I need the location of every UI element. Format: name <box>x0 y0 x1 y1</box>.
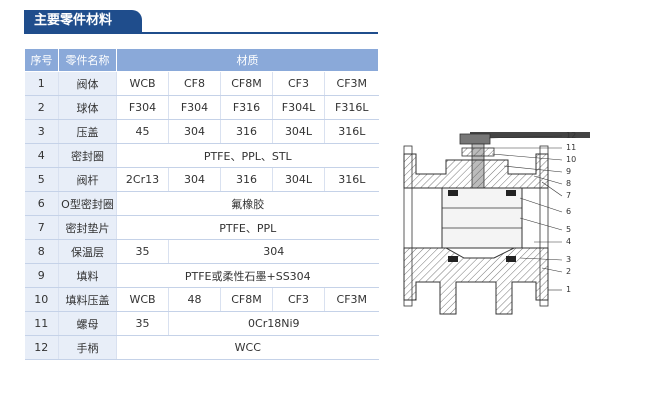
material-cell: WCB <box>116 287 169 312</box>
table-row: 1 阀体 WCB CF8 CF8M CF3 CF3M <box>24 71 379 96</box>
left-flange <box>403 145 413 307</box>
seat-ring <box>506 190 516 196</box>
material-cell: 304 <box>167 239 379 264</box>
table-row: 10 填料压盖 WCB 48 CF8M CF3 CF3M <box>24 287 379 312</box>
part-label: 4 <box>566 237 571 246</box>
title-underline <box>24 32 378 34</box>
part-label: 12 <box>566 131 576 140</box>
material-cell: WCC <box>115 335 379 360</box>
material-cell: 0Cr18Ni9 <box>167 311 379 336</box>
row-part-name: 填料 <box>58 263 117 288</box>
row-part-name: 填料压盖 <box>58 287 117 312</box>
material-cell: CF3M <box>323 71 379 96</box>
table-row: 2 球体 F304 F304 F316 F304L F316L <box>24 95 379 120</box>
part-label: 3 <box>566 255 571 264</box>
table-row: 4 密封圈 PTFE、PPL、STL <box>24 143 379 168</box>
row-part-name: O型密封圈 <box>58 191 117 216</box>
material-cell: CF8 <box>168 71 221 96</box>
seat-ring <box>506 256 516 262</box>
parts-material-table: 序号 零件名称 材质 1 阀体 WCB CF8 CF8M CF3 CF3M 2 … <box>24 48 380 360</box>
table-row: 12 手柄 WCC <box>24 335 379 360</box>
material-cell: F316 <box>220 95 273 120</box>
seat-ring <box>448 256 458 262</box>
header-material: 材质 <box>115 48 380 72</box>
table-row: 3 压盖 45 304 316 304L 316L <box>24 119 379 144</box>
row-part-name: 保温层 <box>58 239 117 264</box>
material-cell: PTFE、PPL <box>115 215 379 240</box>
material-cell: 304L <box>272 119 325 144</box>
material-cell: CF3M <box>323 287 379 312</box>
part-label: 2 <box>566 267 571 276</box>
row-no: 4 <box>24 143 59 168</box>
row-part-name: 密封圈 <box>58 143 117 168</box>
ball-part <box>441 187 523 249</box>
seat-ring <box>448 190 458 196</box>
row-part-name: 压盖 <box>58 119 117 144</box>
table-row: 11 螺母 35 0Cr18Ni9 <box>24 311 379 336</box>
material-cell: CF8M <box>220 287 273 312</box>
table-row: 6 O型密封圈 氟橡胶 <box>24 191 379 216</box>
material-cell: 48 <box>168 287 221 312</box>
table-row: 7 密封垫片 PTFE、PPL <box>24 215 379 240</box>
part-label: 5 <box>566 225 571 234</box>
part-label: 8 <box>566 179 571 188</box>
row-part-name: 密封垫片 <box>58 215 117 240</box>
row-no: 9 <box>24 263 59 288</box>
material-cell: 316L <box>323 167 379 192</box>
material-cell: 35 <box>116 311 169 336</box>
material-cell: WCB <box>116 71 169 96</box>
section-title: 主要零件材料 <box>24 10 142 32</box>
row-no: 7 <box>24 215 59 240</box>
part-label: 6 <box>566 207 571 216</box>
part-label: 1 <box>566 285 571 294</box>
table-row: 8 保温层 35 304 <box>24 239 379 264</box>
row-no: 2 <box>24 95 59 120</box>
material-cell: PTFE、PPL、STL <box>115 143 379 168</box>
header-no: 序号 <box>24 48 59 72</box>
material-cell: 316 <box>220 167 273 192</box>
row-no: 1 <box>24 71 59 96</box>
material-cell: 35 <box>116 239 169 264</box>
material-cell: F316L <box>323 95 379 120</box>
table-row: 5 阀杆 2Cr13 304 316 304L 316L <box>24 167 379 192</box>
table-row: 9 填料 PTFE或柔性石墨+SS304 <box>24 263 379 288</box>
material-cell: F304 <box>116 95 169 120</box>
row-part-name: 球体 <box>58 95 117 120</box>
row-part-name: 阀杆 <box>58 167 117 192</box>
row-no: 12 <box>24 335 59 360</box>
material-cell: F304 <box>168 95 221 120</box>
leader-lines <box>488 135 563 291</box>
material-cell: F304L <box>272 95 325 120</box>
material-cell: PTFE或柔性石墨+SS304 <box>115 263 379 288</box>
table-header-row: 序号 零件名称 材质 <box>24 48 380 72</box>
header-part-name: 零件名称 <box>58 48 117 72</box>
row-part-name: 阀体 <box>58 71 117 96</box>
material-cell: 316L <box>323 119 379 144</box>
valve-body-bottom <box>403 247 549 315</box>
material-cell: 45 <box>116 119 169 144</box>
valve-cross-section-drawing: 12 11 10 9 8 7 6 5 4 3 2 1 <box>403 131 590 315</box>
material-cell: CF8M <box>220 71 273 96</box>
material-cell: 304L <box>272 167 325 192</box>
row-part-name: 螺母 <box>58 311 117 336</box>
material-cell: 氟橡胶 <box>115 191 379 216</box>
material-cell: CF3 <box>272 287 325 312</box>
material-cell: CF3 <box>272 71 325 96</box>
row-no: 8 <box>24 239 59 264</box>
part-label: 7 <box>566 191 571 200</box>
row-no: 6 <box>24 191 59 216</box>
part-label: 10 <box>566 155 576 164</box>
material-cell: 304 <box>168 167 221 192</box>
part-label: 11 <box>566 143 576 152</box>
part-label: 9 <box>566 167 571 176</box>
row-no: 3 <box>24 119 59 144</box>
material-cell: 304 <box>168 119 221 144</box>
material-cell: 2Cr13 <box>116 167 169 192</box>
material-cell: 316 <box>220 119 273 144</box>
row-no: 10 <box>24 287 59 312</box>
row-no: 5 <box>24 167 59 192</box>
row-part-name: 手柄 <box>58 335 117 360</box>
row-no: 11 <box>24 311 59 336</box>
